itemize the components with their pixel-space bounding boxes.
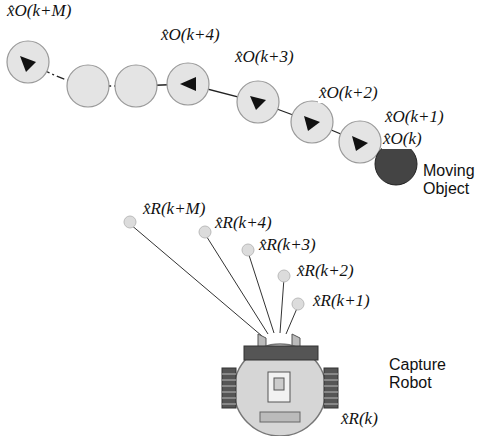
object-position-label: x̂O(k+M) (6, 2, 72, 21)
robot-position-label: x̂R(k+4) (214, 214, 273, 233)
robot-position-label: x̂R(k+3) (258, 236, 317, 255)
object-position-label: x̂O(k+1) (384, 108, 445, 127)
heading-triangles (20, 56, 368, 151)
robot-position-label: x̂R(k) (340, 410, 379, 429)
predicted-object-circles (7, 41, 381, 163)
object-position-label: x̂O(k+2) (318, 84, 379, 103)
object-position-label: x̂O(k+4) (160, 26, 221, 45)
robot-position-label: x̂R(k+2) (296, 262, 355, 281)
object-position-label: x̂O(k+3) (234, 48, 295, 67)
robot-position-label: x̂R(k+1) (312, 292, 371, 311)
object-position-label: x̂O(k) (382, 130, 423, 149)
robot-position-label: x̂R(k+M) (142, 200, 206, 219)
capture-robot (222, 334, 338, 436)
object-trajectory (28, 62, 396, 164)
object-name: Moving Object (422, 162, 494, 197)
robot-name: Capture Robot (388, 356, 460, 391)
moving-object (375, 143, 417, 185)
